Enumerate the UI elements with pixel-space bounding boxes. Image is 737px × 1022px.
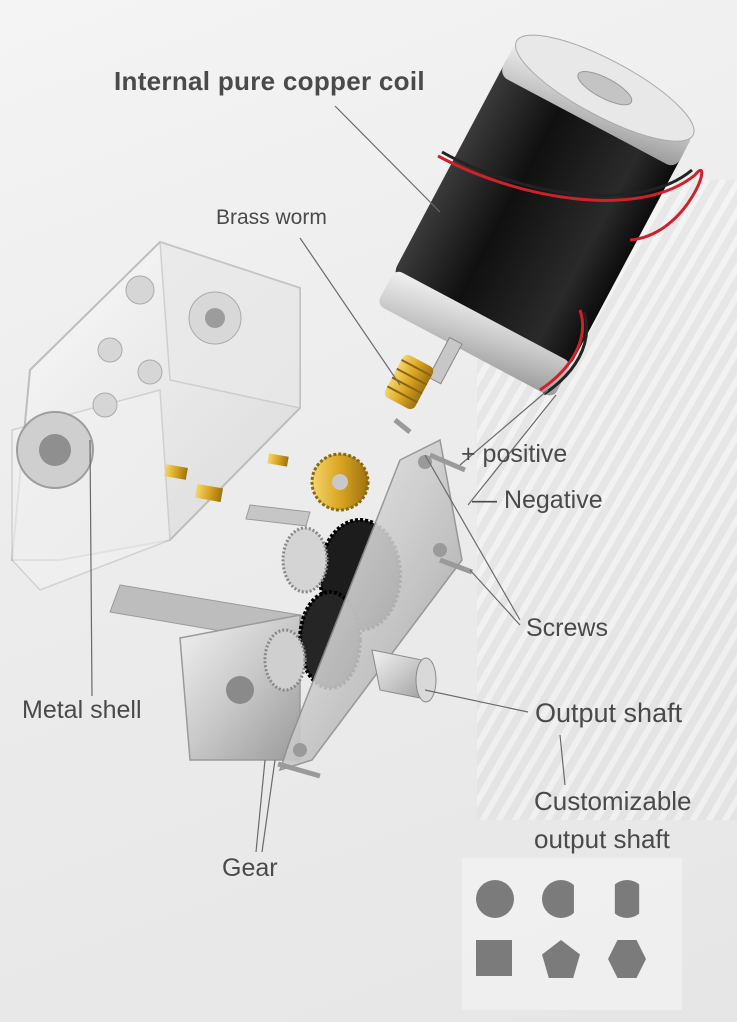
hexagon-shaft-icon [608,940,646,978]
round-shaft-icon [476,880,514,918]
square-shaft-icon [476,940,512,976]
gear-label: Gear [222,854,278,882]
pentagon-shaft-icon [542,940,580,978]
output-shaft-label: Output shaft [535,698,683,728]
output-shaft [371,649,437,703]
customizable-line-2: output shaft [534,824,670,854]
title-label: Internal pure copper coil [114,66,425,96]
metal-shell-label: Metal shell [22,696,142,724]
callout-lines [89,105,566,853]
customizable-shaft-label: Customizable output shaft [534,782,692,858]
negative-label: — Negative [472,486,603,514]
dc-motor [379,34,695,396]
brass-worm-label: Brass worm [216,206,327,229]
double-d-shaft-icon [614,880,640,918]
shaft-shape-options [462,858,682,1010]
d-cut-shaft-icon [542,880,574,918]
motor-wires [437,150,704,396]
customizable-line-1: Customizable [534,786,692,816]
metal-shell [10,240,301,591]
gearbox-front-plate [278,438,463,772]
screws [277,418,473,779]
screws-label: Screws [526,614,608,642]
brass-worm [384,354,434,410]
positive-label: + positive [461,440,568,468]
